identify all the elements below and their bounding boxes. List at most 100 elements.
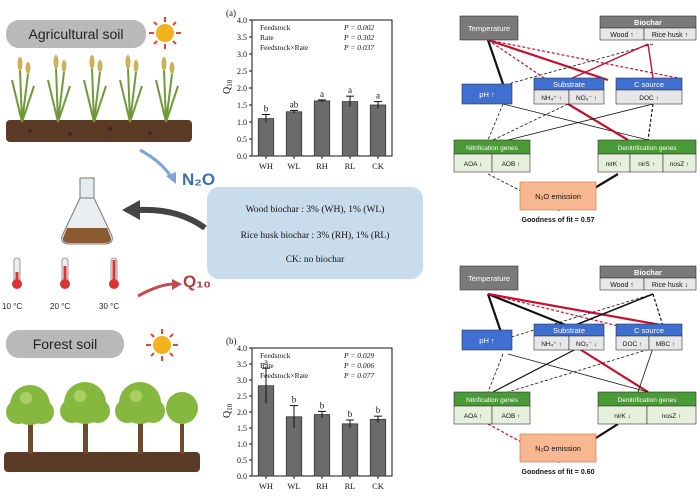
doc-cell-label: DOC ↑ (623, 341, 643, 348)
callout-wood: Wood biochar : 3% (WH), 1% (WL) (245, 205, 385, 215)
path-arrow (492, 103, 569, 141)
no3-cell (568, 89, 605, 105)
mbc-cell (648, 335, 683, 351)
nh4-cell-label: NH₄⁺ ↑ (541, 95, 562, 102)
wood-cell-label: Wood ↑ (610, 282, 634, 289)
ph-node-label: pH ↑ (479, 336, 494, 345)
denitrification-node-label: Denitrification genes (618, 397, 678, 404)
y-tick-label: 0.0 (237, 152, 247, 161)
stat-name: Feedstock (260, 23, 291, 32)
path-arrow (647, 43, 654, 79)
temp-label-30: 30 °C (99, 302, 120, 311)
stat-name: Feedstock (260, 351, 291, 360)
temperature-node (459, 15, 519, 41)
panel-label: (a) (226, 8, 236, 18)
y-tick-label: 3.0 (237, 376, 247, 385)
bar-CK (369, 418, 387, 477)
path-arrow (577, 347, 649, 393)
biochar-treatment-callout: Wood biochar : 3% (WH), 1% (WL) Rice hus… (207, 187, 423, 279)
bar-RH (313, 414, 331, 477)
bar-CK (369, 104, 387, 157)
q10-label: Q₁₀ (183, 272, 211, 291)
stat-p: P = 0.006 (343, 361, 374, 370)
thermometer-icon (60, 257, 70, 289)
path-arrow (507, 103, 654, 141)
panel-label: (b) (226, 336, 237, 346)
y-tick-label: 3.5 (237, 360, 247, 369)
no3-cell-label: NO₃⁻ ↑ (576, 95, 597, 102)
no3-cell (568, 335, 605, 351)
aoa-cell-label: AOA ↑ (464, 413, 482, 420)
wheat-field-icon (6, 55, 192, 142)
aob-cell-label: AOB ↑ (502, 161, 521, 168)
n2o-emission-node-label: N₂O emission (535, 192, 581, 201)
x-tick-label: WH (259, 481, 273, 491)
significance-letter: a (376, 91, 380, 101)
nitrification-node-label: Nitrification genes (466, 145, 518, 152)
y-tick-label: 3.0 (237, 50, 247, 59)
path-arrow (487, 353, 504, 393)
bar-RL (341, 423, 359, 477)
n2o-emission-node (519, 181, 597, 211)
flask-icon (61, 177, 113, 245)
doc-cell (615, 89, 683, 105)
rice-cell (643, 277, 697, 291)
x-tick-label: WL (287, 161, 300, 171)
temp-label-20: 20 °C (50, 302, 71, 311)
rice-cell-label: Rice husk ↓ (652, 282, 688, 289)
temperature-node-label: Temperature (468, 274, 510, 283)
x-tick-label: CK (372, 161, 385, 171)
stat-p: P = 0.029 (343, 351, 374, 360)
path-arrow (507, 347, 654, 393)
x-tick-label: WH (259, 161, 273, 171)
aob-cell (491, 405, 531, 425)
rice-cell-label: Rice husk ↑ (652, 32, 688, 39)
path-arrow (487, 292, 569, 328)
path-arrow (492, 347, 579, 393)
substrate-node-label: Substrate (553, 80, 585, 89)
y-tick-label: 2.5 (237, 67, 247, 76)
ph-node-label: pH ↑ (479, 90, 494, 99)
chart-b: (b)0.00.51.01.52.02.53.03.54.0Q10aWHbWLb… (222, 336, 393, 491)
biochar-node-label: Biochar (634, 18, 662, 27)
y-tick-label: 0.5 (237, 456, 247, 465)
significance-letter: a (348, 85, 352, 95)
n2o-emission-node-label: N₂O emission (535, 444, 581, 453)
nh4-cell-label: NH₄⁺ ↑ (541, 341, 562, 348)
y-tick-label: 4.0 (237, 344, 247, 353)
aoa-cell-label: AOA ↓ (464, 161, 482, 168)
y-tick-label: 1.0 (237, 118, 247, 127)
y-tick-label: 1.0 (237, 440, 247, 449)
temp-label-10: 10 °C (2, 302, 23, 311)
arrow-to-q10 (137, 279, 182, 298)
nosz-cell (662, 153, 697, 173)
goodness-of-fit: Goodness of fit = 0.60 (522, 469, 595, 476)
path-arrow (487, 293, 619, 327)
y-tick-label: 2.5 (237, 392, 247, 401)
biochar-node-label: Biochar (634, 268, 662, 277)
path-arrow (567, 103, 629, 141)
stat-name: Feedstock×Rate (260, 43, 309, 52)
x-tick-label: RL (345, 481, 356, 491)
path-arrow (637, 347, 654, 393)
aob-cell-label: AOB ↑ (502, 413, 521, 420)
nirk-cell-label: nirK ↓ (614, 413, 631, 420)
x-tick-label: RL (345, 161, 356, 171)
stat-name: Rate (260, 33, 274, 42)
stat-p: P = 0.002 (343, 23, 374, 32)
nosz-cell-label: nosZ ↑ (670, 161, 690, 168)
arrow-to-n2o (139, 148, 176, 184)
path-arrow (652, 293, 664, 327)
significance-letter: a (320, 89, 324, 99)
mbc-cell-label: MBC ↑ (656, 341, 676, 348)
significance-letter: b (292, 395, 297, 405)
nirk-cell-label: nirK ↑ (606, 161, 623, 168)
path-arrow (487, 39, 554, 85)
path-arrow (487, 39, 679, 79)
goodness-of-fit: Goodness of fit = 0.57 (522, 217, 595, 224)
arrow-to-flask (122, 200, 207, 231)
forest-icon (4, 382, 200, 472)
bar-RL (341, 101, 359, 157)
